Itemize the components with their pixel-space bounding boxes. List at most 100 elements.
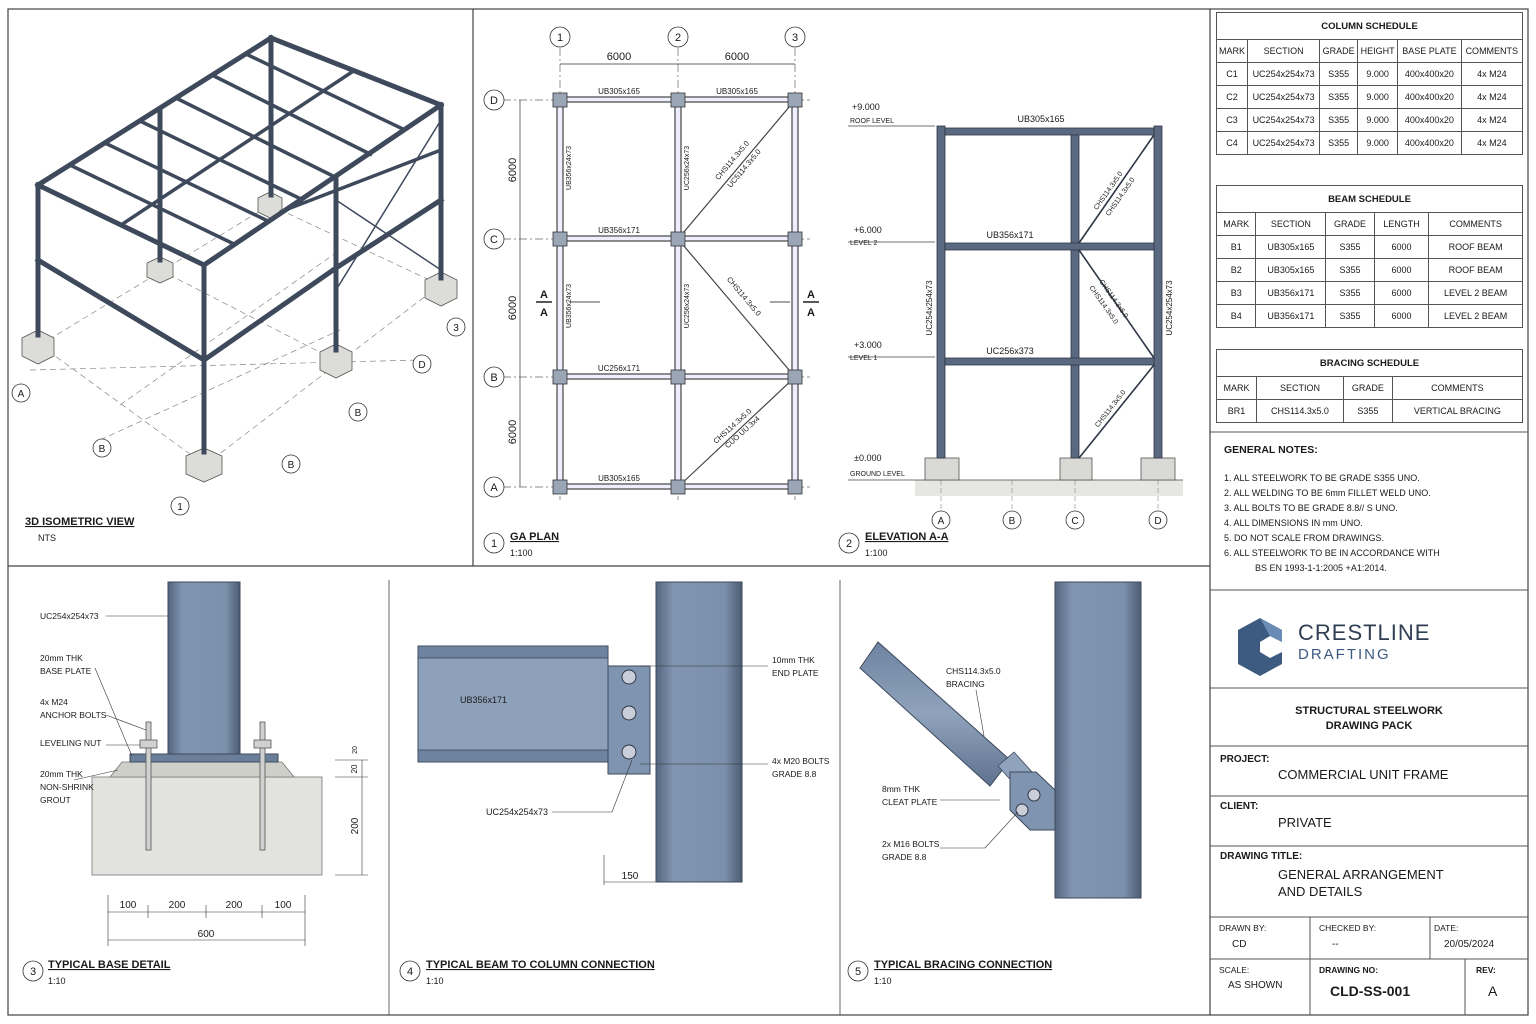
plan-section-a-left-top: A	[540, 289, 548, 301]
iso-scale: NTS	[38, 533, 56, 543]
iso-roof-beams	[69, 52, 442, 247]
iso-title: 3D ISOMETRIC VIEW	[25, 516, 135, 528]
elev-level-name-ground: GROUND LEVEL	[850, 471, 905, 478]
beamcon-label-plate1: 10mm THK	[772, 655, 815, 665]
elev-beam-1: UC256x373	[986, 346, 1034, 356]
sheet-border	[7, 8, 1529, 1016]
table-cell: 400x400x20	[1397, 108, 1462, 132]
drawing-no-value: CLD-SS-001	[1330, 983, 1411, 999]
table-cell: UB356x171	[1255, 281, 1327, 305]
bracing-schedule-title: BRACING SCHEDULE	[1216, 349, 1523, 377]
table-cell: UB305x165	[1255, 258, 1327, 282]
plan-beam-c: UB356x171	[598, 226, 640, 235]
elev-columns	[936, 125, 1163, 459]
drawing-pack-title: STRUCTURAL STEELWORK DRAWING PACK	[1210, 704, 1528, 734]
plan-col-2: 2	[675, 32, 681, 44]
iso-grid-3: 3	[453, 323, 459, 334]
base-leaders	[73, 615, 368, 946]
base-label-grout3: GROUT	[40, 795, 71, 805]
plan-row-a: A	[490, 482, 498, 494]
base-dim-b3: 200	[226, 900, 243, 911]
table-cell: VERTICAL BRACING	[1391, 399, 1524, 423]
table-cell: C4	[1216, 131, 1248, 155]
plan-bubbles	[483, 26, 806, 498]
iso-grid-b1: B	[99, 444, 106, 455]
note-item: 5. DO NOT SCALE FROM DRAWINGS.	[1224, 533, 1385, 543]
iso-grid-d: D	[418, 360, 425, 371]
beamcon-column	[655, 581, 743, 883]
elev-beam-roof: UB305x165	[1017, 114, 1064, 124]
bracecon-scale: 1:10	[874, 976, 892, 986]
logo-line1: CRESTLINE	[1298, 620, 1431, 645]
table-cell: C1	[1216, 62, 1248, 86]
plan-dim-y3: 6000	[507, 420, 519, 444]
base-label-bolts1: 4x M24	[40, 697, 68, 707]
table-cell: S355	[1325, 281, 1375, 305]
bracecon-view-number: 5	[855, 966, 861, 978]
scale-label: SCALE:	[1219, 965, 1250, 975]
iso-ground-gridlines	[29, 204, 441, 466]
elev-col-left: UC254x254x73	[925, 280, 934, 336]
table-cell: S355	[1325, 304, 1375, 328]
elev-footings	[924, 457, 1176, 481]
elev-level-rl-ground: ±0.000	[854, 453, 881, 463]
col-header-section: SECTION	[1246, 39, 1321, 63]
base-dim-total: 600	[198, 929, 215, 940]
beamcon-label-beam: UB356x171	[460, 695, 507, 705]
bracecon-column	[1054, 581, 1142, 899]
plan-dim-y1: 6000	[507, 158, 519, 182]
note-item: 6. ALL STEELWORK TO BE IN ACCORDANCE WIT…	[1224, 548, 1440, 558]
table-cell: B1	[1215, 235, 1257, 259]
plan-dim-x2: 6000	[725, 51, 749, 63]
table-cell: BR1	[1216, 399, 1257, 423]
elev-level-rl-roof: +9.000	[852, 102, 880, 112]
table-cell: UC254x254x73	[1246, 85, 1321, 109]
plan-row-c: C	[490, 234, 498, 246]
table-cell: ROOF BEAM	[1428, 258, 1523, 282]
elev-level-name-1: LEVEL 1	[850, 355, 877, 362]
table-cell: 400x400x20	[1397, 62, 1462, 86]
plan-section-a-right-bot: A	[807, 307, 815, 319]
bracecon-label-bolts2: GRADE 8.8	[882, 852, 927, 862]
beamcon-leaders	[552, 665, 768, 885]
note-item: 2. ALL WELDING TO BE 6mm FILLET WELD UNO…	[1224, 488, 1431, 498]
beam-header-grade: GRADE	[1325, 212, 1375, 236]
plan-dim-x1: 6000	[607, 51, 631, 63]
plan-row-b: B	[490, 372, 497, 384]
iso-bracing	[335, 119, 442, 291]
table-cell: B2	[1215, 258, 1257, 282]
plan-title: GA PLAN	[510, 531, 559, 543]
table-cell: 9.000	[1357, 62, 1399, 86]
beam-header-mark: MARK	[1215, 212, 1257, 236]
base-dim-b2: 200	[169, 900, 186, 911]
iso-footings	[21, 191, 458, 483]
drawing-title-line2: AND DETAILS	[1278, 884, 1363, 899]
base-label-nut: LEVELING NUT	[40, 738, 101, 748]
table-cell: 4x M24	[1460, 108, 1524, 132]
base-column	[167, 581, 241, 755]
elev-view-number: 2	[846, 538, 852, 550]
base-label-column: UC254x254x73	[40, 611, 99, 621]
beamcon-title: TYPICAL BEAM TO COLUMN CONNECTION	[426, 959, 655, 971]
beam-header-length: LENGTH	[1373, 212, 1430, 236]
base-label-plate1: 20mm THK	[40, 653, 83, 663]
beamcon-dim: 150	[622, 871, 639, 882]
iso-frame	[34, 34, 445, 455]
plan-col-mid-mid: UC256x24x73	[684, 284, 691, 328]
table-cell: UB305x165	[1255, 235, 1327, 259]
plan-gridlines	[503, 48, 810, 500]
crestline-logo-mark	[1238, 618, 1282, 676]
plan-section-a-right-top: A	[807, 289, 815, 301]
elev-grid-d: D	[1154, 516, 1161, 527]
table-cell: ROOF BEAM	[1428, 235, 1523, 259]
table-cell: UB356x171	[1255, 304, 1327, 328]
col-header-grade: GRADE	[1319, 39, 1359, 63]
note-item: BS EN 1993-1-1:2005 +A1:2014.	[1255, 563, 1387, 573]
base-scale: 1:10	[48, 976, 66, 986]
plan-col-3: 3	[792, 32, 798, 44]
elev-ground	[915, 480, 1183, 496]
